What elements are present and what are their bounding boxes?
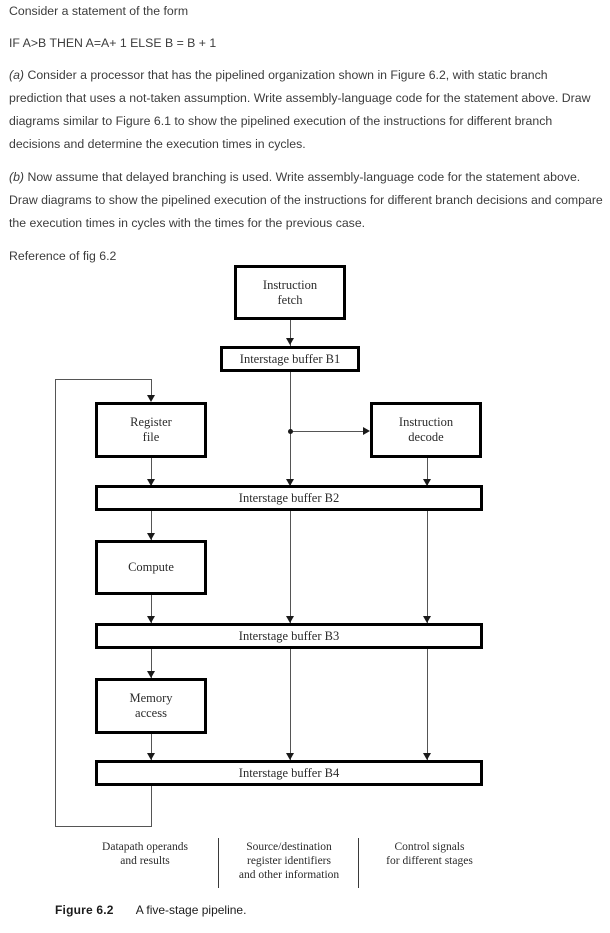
legend-datapath-operands: Datapath operands and results [75,840,215,868]
buffer-b2-label: Interstage buffer B2 [238,490,340,505]
figure-6-2-pipeline-diagram: Instruction fetch Interstage buffer B1 R… [0,250,610,933]
feedback-loop-top-horizontal [55,379,151,380]
figure-caption-label: Figure 6.2 [55,903,114,917]
arrow-memory-to-b4 [147,753,155,760]
stage-memory-access-line1: Memory [129,691,173,705]
stage-instruction-decode-line1: Instruction [398,415,454,429]
legend-datapath-line1: Datapath operands [102,841,188,853]
arrow-decode-to-b2 [423,479,431,486]
buffer-b4: Interstage buffer B4 [95,760,483,786]
line-tap-to-instruction-decode [290,431,364,432]
line-b2-to-compute [151,511,152,541]
stage-compute: Compute [95,540,207,595]
figure-caption-text: A five-stage pipeline. [135,903,247,917]
legend-control-line1: Control signals [394,841,465,853]
buffer-b2: Interstage buffer B2 [95,485,483,511]
legend-srcdest-line2: register identifiers [247,855,331,867]
line-registerfile-to-b2 [151,458,152,488]
arrow-compute-to-b3 [147,616,155,623]
line-if-to-b1 [290,318,291,346]
buffer-b4-label: Interstage buffer B4 [238,765,340,780]
stage-instruction-fetch: Instruction fetch [234,265,346,320]
question-part-a: (a) Consider a processor that has the pi… [9,64,603,156]
part-b-marker: (b) [9,170,25,184]
arrow-b3-to-b4-middle [286,753,294,760]
legend-control-signals: Control signals for different stages [362,840,497,868]
figure-caption: Figure 6.2 A five-stage pipeline. [55,903,246,917]
buffer-b1-label: Interstage buffer B1 [239,351,341,366]
feedback-loop-into-register-file [151,379,152,400]
stage-register-file-line2: file [142,430,160,444]
legend-divider-1 [218,838,219,888]
arrow-b1column-to-b2 [286,479,294,486]
stage-instruction-decode-line2: decode [408,430,444,444]
stage-memory-access: Memory access [95,678,207,734]
part-a-body: Consider a processor that has the pipeli… [9,68,591,151]
stage-compute-label: Compute [128,560,174,574]
legend-srcdest-line1: Source/destination [246,841,332,853]
stage-register-file-line1: Register [130,415,172,429]
buffer-b3-label: Interstage buffer B3 [238,628,340,643]
feedback-loop-left-vertical [55,379,56,826]
legend-datapath-line2: and results [120,855,170,867]
stage-register-file-label: Register file [130,415,172,445]
legend-source-destination: Source/destination register identifiers … [222,840,356,882]
figure-reference-note: Reference of fig 6.2 [9,249,117,263]
stage-instruction-decode: Instruction decode [370,402,482,458]
question-line-1: Consider a statement of the form [9,4,189,18]
stage-register-file: Register file [95,402,207,458]
legend-control-line2: for different stages [386,855,473,867]
stage-memory-access-label: Memory access [129,691,172,721]
stage-memory-access-line2: access [135,706,167,720]
line-b2-to-b3-middle [290,511,291,625]
part-b-body: Now assume that delayed branching is use… [9,170,603,230]
buffer-b1: Interstage buffer B1 [220,346,360,372]
arrow-b2-to-b3-control [423,616,431,623]
line-memory-to-b4 [151,734,152,762]
feedback-loop-riser-from-b4 [151,786,152,827]
arrow-b3-to-b4-control [423,753,431,760]
feedback-loop-bottom-horizontal [55,826,151,827]
legend-divider-2 [358,838,359,888]
junction-dot-decode-tap [288,429,293,434]
line-b3-to-b4-middle [290,649,291,762]
question-part-b: (b) Now assume that delayed branching is… [9,166,603,235]
question-statement-code: IF A>B THEN A=A+ 1 ELSE B = B + 1 [9,36,217,50]
line-b3-to-memory [151,649,152,679]
buffer-b3: Interstage buffer B3 [95,623,483,649]
legend-srcdest-line3: and other information [238,869,340,881]
arrow-b2-to-b3-middle [286,616,294,623]
line-compute-to-b3 [151,595,152,625]
arrow-registerfile-to-b2 [147,479,155,486]
line-decode-to-b2 [427,458,428,488]
stage-instruction-decode-label: Instruction decode [399,415,453,445]
arrow-into-instruction-decode [363,427,370,435]
arrow-b2-to-compute [147,533,155,540]
question-text-block: Consider a statement of the form IF A>B … [9,0,603,278]
stage-instruction-fetch-label: Instruction fetch [263,278,317,308]
stage-instruction-fetch-line2: fetch [277,292,303,307]
arrow-if-to-b1 [286,338,294,345]
arrow-into-register-file [147,395,155,402]
line-b2-to-b3-control [427,511,428,625]
arrow-b3-to-memory [147,671,155,678]
stage-instruction-fetch-line1: Instruction [262,277,318,292]
line-b3-to-b4-control [427,649,428,762]
part-a-marker: (a) [9,68,25,82]
